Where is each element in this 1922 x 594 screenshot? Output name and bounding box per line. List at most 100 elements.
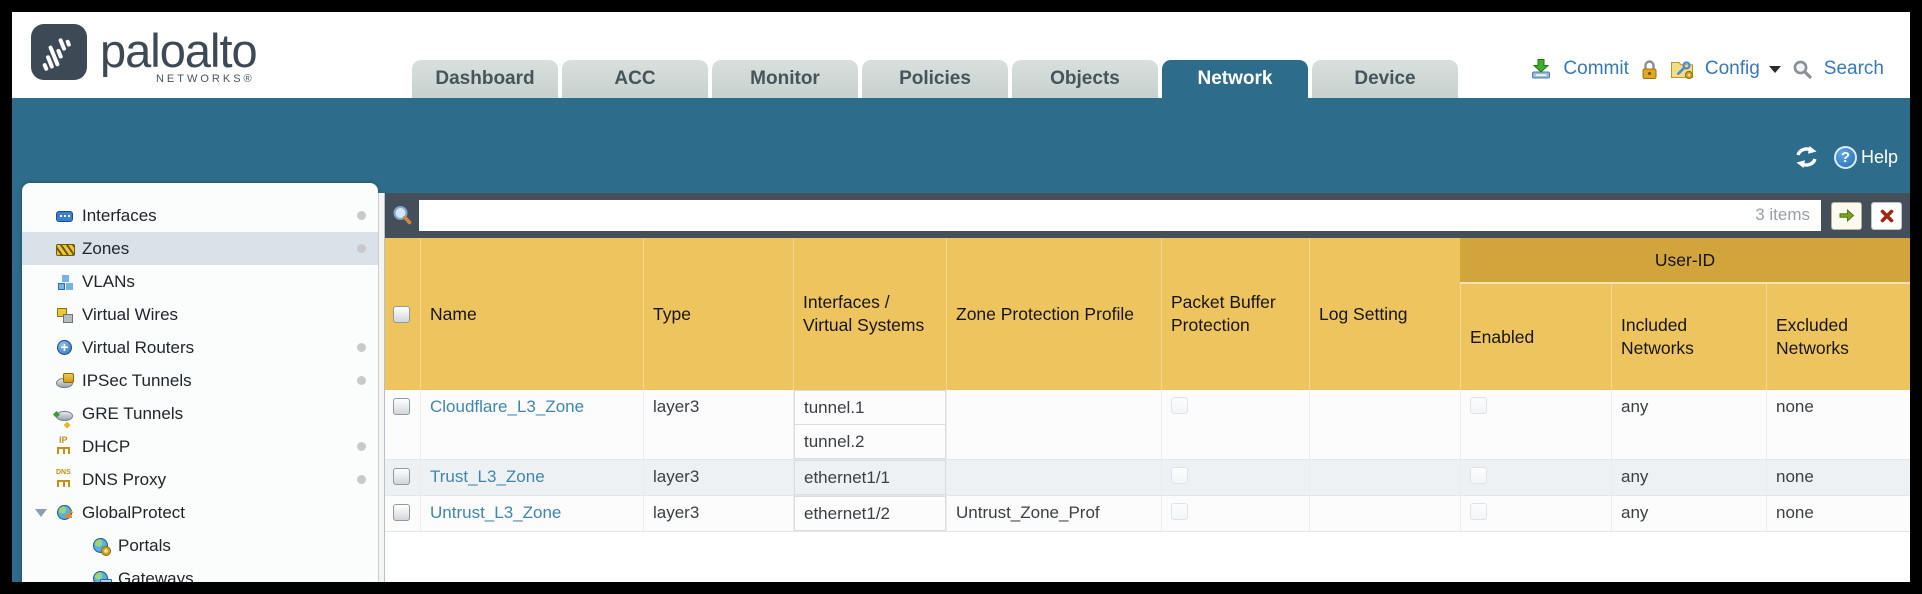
lock-icon[interactable]: [1640, 59, 1659, 80]
zone-name-cell: Untrust_L3_Zone: [420, 496, 643, 531]
tab-label: Network: [1197, 68, 1273, 89]
zones-table: Name Type Interfaces / Virtual Systems Z…: [385, 238, 1910, 582]
log-setting-cell: [1309, 390, 1460, 459]
search-button[interactable]: Search: [1823, 58, 1884, 79]
sidebar-item-dhcp[interactable]: DHCP: [22, 430, 378, 463]
user-id-group-header: User-ID: [1460, 238, 1910, 284]
zone-name-link[interactable]: Trust_L3_Zone: [430, 467, 545, 486]
user-id-enabled-checkbox[interactable]: [1470, 467, 1487, 484]
sidebar-item-globalprotect[interactable]: GlobalProtect: [22, 496, 378, 529]
gre-tunnels-icon: [56, 405, 73, 422]
expander-triangle-icon[interactable]: [35, 509, 47, 517]
clear-filter-button[interactable]: [1871, 201, 1902, 230]
tab-acc[interactable]: ACC: [562, 60, 708, 98]
search-icon[interactable]: [1792, 59, 1813, 80]
log-setting-cell: [1309, 460, 1460, 495]
sidebar-item-virtual-wires[interactable]: Virtual Wires: [22, 298, 378, 331]
column-header-type[interactable]: Type: [643, 238, 793, 390]
sidebar-item-label: DNS Proxy: [82, 469, 167, 489]
user-id-enabled-checkbox[interactable]: [1470, 397, 1487, 414]
column-header-zone-protection-profile[interactable]: Zone Protection Profile: [946, 238, 1161, 390]
interface-entry: tunnel.1: [794, 390, 946, 425]
row-checkbox[interactable]: [393, 468, 410, 485]
column-header-enabled[interactable]: Enabled: [1460, 284, 1611, 390]
packet-buffer-protection-checkbox[interactable]: [1171, 503, 1188, 520]
row-checkbox[interactable]: [393, 398, 410, 415]
tab-objects[interactable]: Objects: [1012, 60, 1158, 98]
help-icon: ?: [1833, 145, 1857, 169]
sidebar-item-ipsec-tunnels[interactable]: IPSec Tunnels: [22, 364, 378, 397]
packet-buffer-protection-cell: [1161, 390, 1309, 459]
interface-entry: tunnel.2: [794, 424, 946, 459]
zone-name-link[interactable]: Cloudflare_L3_Zone: [430, 397, 585, 416]
sidebar-item-virtual-routers[interactable]: Virtual Routers: [22, 331, 378, 364]
tab-policies[interactable]: Policies: [862, 60, 1008, 98]
refresh-icon[interactable]: [1793, 145, 1820, 169]
filter-input[interactable]: [419, 200, 1821, 231]
zone-protection-profile-cell: Untrust_Zone_Prof: [946, 496, 1161, 531]
tab-device[interactable]: Device: [1312, 60, 1458, 98]
gateways-icon: [92, 570, 112, 582]
sidebar-item-dns-proxy[interactable]: DNS Proxy: [22, 463, 378, 496]
sidebar-item-gateways[interactable]: Gateways: [22, 562, 378, 582]
caret-down-icon[interactable]: [1768, 65, 1781, 73]
packet-buffer-protection-checkbox[interactable]: [1171, 397, 1188, 414]
clear-filter-icon: [1880, 209, 1893, 222]
config-button[interactable]: Config: [1704, 58, 1760, 79]
sidebar-item-label: VLANs: [82, 271, 135, 291]
zone-interfaces-cell: ethernet1/1: [793, 460, 946, 495]
top-bar: paloalto NETWORKS® Dashboard ACC Monitor…: [12, 12, 1910, 98]
tab-network[interactable]: Network: [1162, 60, 1308, 98]
brand-sub: NETWORKS®: [155, 73, 255, 85]
row-checkbox-cell: [385, 496, 420, 531]
column-header-packet-buffer-protection[interactable]: Packet Buffer Protection: [1161, 238, 1309, 390]
zone-type-cell: layer3: [643, 390, 793, 459]
sidebar-item-gre-tunnels[interactable]: GRE Tunnels: [22, 397, 378, 430]
apply-filter-button[interactable]: [1831, 201, 1862, 230]
config-icon[interactable]: [1670, 58, 1694, 80]
zones-icon: [56, 240, 75, 257]
sidebar-item-label: Virtual Routers: [82, 337, 195, 357]
commit-icon[interactable]: [1530, 58, 1552, 80]
zone-type-cell: layer3: [643, 496, 793, 531]
sidebar-splitter[interactable]: [378, 193, 385, 582]
user-id-enabled-checkbox[interactable]: [1470, 503, 1487, 520]
status-dot: [357, 475, 366, 484]
zone-name-cell: Cloudflare_L3_Zone: [420, 390, 643, 459]
sidebar-item-zones[interactable]: Zones: [22, 232, 378, 265]
column-header-log-setting[interactable]: Log Setting: [1309, 238, 1460, 390]
zone-name-link[interactable]: Untrust_L3_Zone: [430, 503, 562, 522]
column-header-included-networks[interactable]: Included Networks: [1611, 284, 1766, 390]
excluded-networks-cell: none: [1766, 390, 1910, 459]
column-header-excluded-networks[interactable]: Excluded Networks: [1766, 284, 1910, 390]
sidebar-item-label: IPSec Tunnels: [82, 370, 192, 390]
status-dot: [357, 376, 366, 385]
packet-buffer-protection-checkbox[interactable]: [1171, 467, 1188, 484]
help-button[interactable]: ? Help: [1833, 145, 1898, 169]
apply-filter-icon: [1839, 208, 1855, 223]
sidebar-item-label: GlobalProtect: [82, 502, 185, 522]
sidebar-item-interfaces[interactable]: Interfaces: [22, 199, 378, 232]
log-setting-cell: [1309, 496, 1460, 531]
column-header-interfaces[interactable]: Interfaces / Virtual Systems: [793, 238, 946, 390]
help-label: Help: [1860, 146, 1898, 167]
tab-label: Objects: [1050, 68, 1120, 89]
sidebar-item-portals[interactable]: Portals: [22, 529, 378, 562]
paloalto-logo: paloalto NETWORKS®: [30, 23, 258, 85]
filter-bar: 3 items: [385, 193, 1910, 238]
table-row: Untrust_L3_Zone layer3 ethernet1/2 Untru…: [385, 496, 1910, 532]
sidebar-item-label: Portals: [118, 535, 171, 555]
main-tabs: Dashboard ACC Monitor Policies Objects: [412, 60, 1458, 98]
select-all-checkbox[interactable]: [393, 305, 410, 323]
row-checkbox[interactable]: [393, 504, 410, 521]
items-count: 3 items: [1755, 205, 1810, 224]
commit-button[interactable]: Commit: [1563, 58, 1629, 79]
tab-monitor[interactable]: Monitor: [712, 60, 858, 98]
globalprotect-icon: [56, 504, 73, 521]
zone-type-cell: layer3: [643, 460, 793, 495]
tab-dashboard[interactable]: Dashboard: [412, 60, 558, 98]
column-header-name[interactable]: Name: [420, 238, 643, 390]
sidebar-item-vlans[interactable]: VLANs: [22, 265, 378, 298]
included-networks-cell: any: [1611, 496, 1766, 531]
